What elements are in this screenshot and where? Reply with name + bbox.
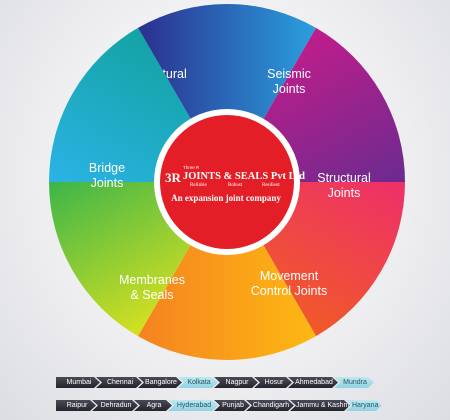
brand-small-text: Three R [183,165,200,170]
city-tag: Hyderabad [168,400,218,411]
city-tag: Punjab [214,400,250,411]
tagline-3: Resilient [262,183,280,188]
segment-label: Seismic [267,67,311,81]
wheel-segment [138,182,316,360]
city-tag: Ahmedabad [288,377,338,388]
tagline-2: Robust [228,183,243,188]
segment-label: Joints [328,186,361,200]
city-tag: Kolkata [178,377,218,388]
city-tag: Chandigarh [246,400,294,411]
joints-wheel-diagram: ArchitecturalJointsSeismicJointsStructur… [49,3,405,360]
city-tag: Chennai [96,377,142,388]
segment-label: Structural [317,171,371,185]
city-tag: Hosur [254,377,292,388]
city-tag: Bangalore [138,377,182,388]
slogan-text: An expansion joint company [171,193,281,203]
segment-label: Control Joints [251,284,327,298]
tagline-1: Reliable [190,183,207,188]
city-tag: Agra [134,400,172,411]
center-logo: 3R Three R JOINTS & SEALS Pvt Ltd Reliab… [154,109,305,255]
city-tag: Dehradun [92,400,138,411]
city-tag: Mundra [334,377,374,388]
segment-label: & Seals [130,288,173,302]
city-tag: Raipur [56,400,96,411]
segment-label: Movement [260,269,319,283]
city-tag: Jammu & Kashmir [290,400,350,411]
city-tag: Haryana [346,400,382,411]
wheel-segment [138,3,316,182]
city-tag: Mumbai [56,377,100,388]
brand-name: JOINTS & SEALS Pvt Ltd [183,171,305,182]
segment-label: Bridge [89,161,125,175]
segment-label: Joints [273,82,306,96]
city-tag: Nagpur [214,377,258,388]
segment-label: Membranes [119,273,185,287]
segment-label: Joints [91,176,124,190]
logo-mark-icon: 3R [165,170,182,185]
